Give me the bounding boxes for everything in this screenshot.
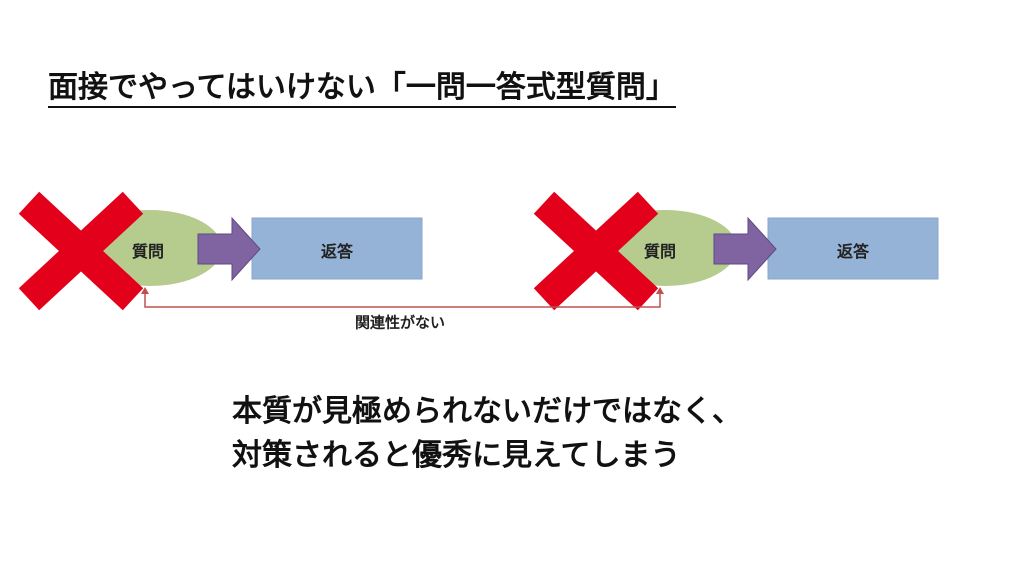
arrow-right-icon — [713, 216, 777, 282]
page-title: 面接でやってはいけない「一問一答式型質問」 — [48, 70, 676, 108]
conclusion-message: 本質が見極められないだけではなく、 対策されると優秀に見えてしまう — [232, 390, 742, 478]
arrow-right-icon — [197, 216, 261, 282]
message-line-2: 対策されると優秀に見えてしまう — [232, 438, 681, 473]
cross-icon — [533, 191, 659, 311]
cross-icon — [18, 191, 144, 311]
relation-connector — [141, 287, 664, 308]
question-label-2: 質問 — [643, 242, 677, 261]
relation-label: 関連性がない — [354, 313, 446, 332]
answer-label-2: 返答 — [836, 242, 870, 261]
answer-box-1 — [251, 217, 423, 280]
question-label-1: 質問 — [131, 242, 165, 261]
qa-pair-2 — [533, 191, 939, 311]
answer-label-1: 返答 — [320, 242, 354, 261]
message-line-1: 本質が見極められないだけではなく、 — [232, 394, 742, 429]
qa-pair-1 — [18, 191, 423, 311]
